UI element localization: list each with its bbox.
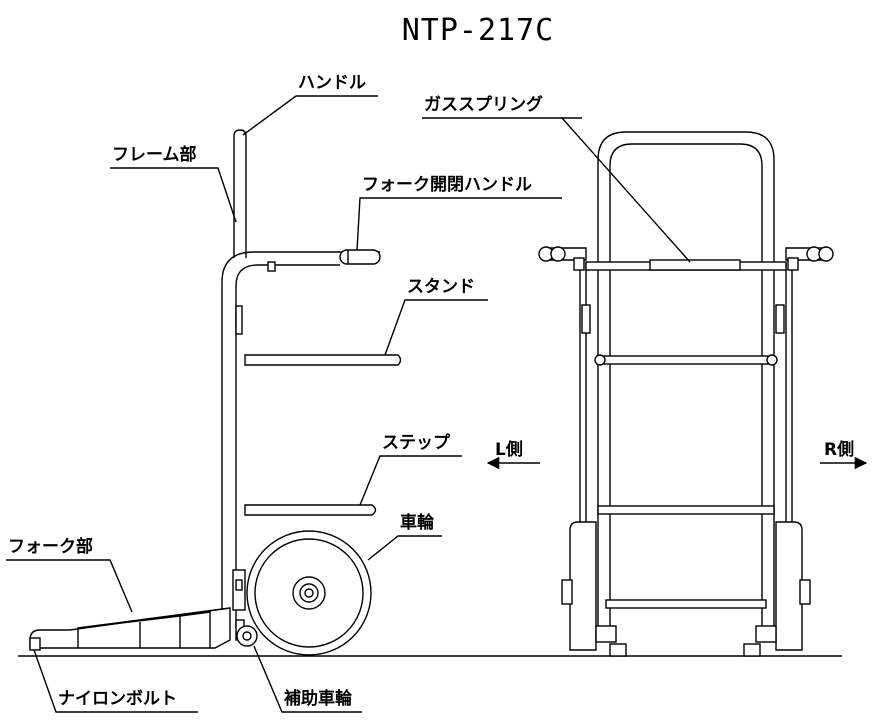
label-step: ステップ bbox=[382, 432, 451, 453]
front-frame-outer bbox=[597, 131, 775, 630]
label-wheel: 車輪 bbox=[400, 512, 435, 533]
label-right-side: R側 bbox=[824, 439, 854, 460]
label-aux-wheel: 補助車輪 bbox=[283, 688, 353, 709]
stand-bar bbox=[244, 354, 402, 366]
label-frame: フレーム部 bbox=[112, 144, 197, 165]
aux-wheel bbox=[236, 625, 258, 647]
label-left-side: L側 bbox=[495, 439, 523, 460]
right-wheel bbox=[775, 521, 803, 651]
step-bar bbox=[244, 504, 377, 516]
handle-upright bbox=[233, 129, 247, 258]
front-frame-inner bbox=[609, 143, 763, 630]
callouts: ハンドル フレーム部 フォーク開閉ハンドル スタンド ステップ 車輪 フォーク部… bbox=[6, 73, 868, 713]
label-nylon-bolt: ナイロンボルト bbox=[58, 689, 177, 709]
main-wheel bbox=[246, 530, 372, 656]
left-wheel bbox=[569, 521, 597, 651]
fork-open-handle bbox=[339, 249, 381, 265]
label-handle: ハンドル bbox=[298, 73, 366, 93]
label-stand: スタンド bbox=[407, 277, 475, 297]
frame-outer bbox=[221, 251, 380, 600]
label-gas-spring: ガススプリング bbox=[424, 94, 543, 115]
front-view bbox=[538, 131, 834, 657]
front-step-bar bbox=[597, 505, 775, 515]
label-fork-open-handle: フォーク開閉ハンドル bbox=[362, 175, 532, 195]
gas-spring bbox=[649, 259, 741, 271]
nylon-bolt bbox=[29, 637, 41, 651]
drawing-title: NTP-217C bbox=[402, 13, 555, 48]
side-view bbox=[29, 129, 402, 656]
front-stand-bar bbox=[597, 355, 775, 365]
frame-inner bbox=[235, 264, 340, 600]
label-fork: フォーク部 bbox=[8, 536, 93, 557]
